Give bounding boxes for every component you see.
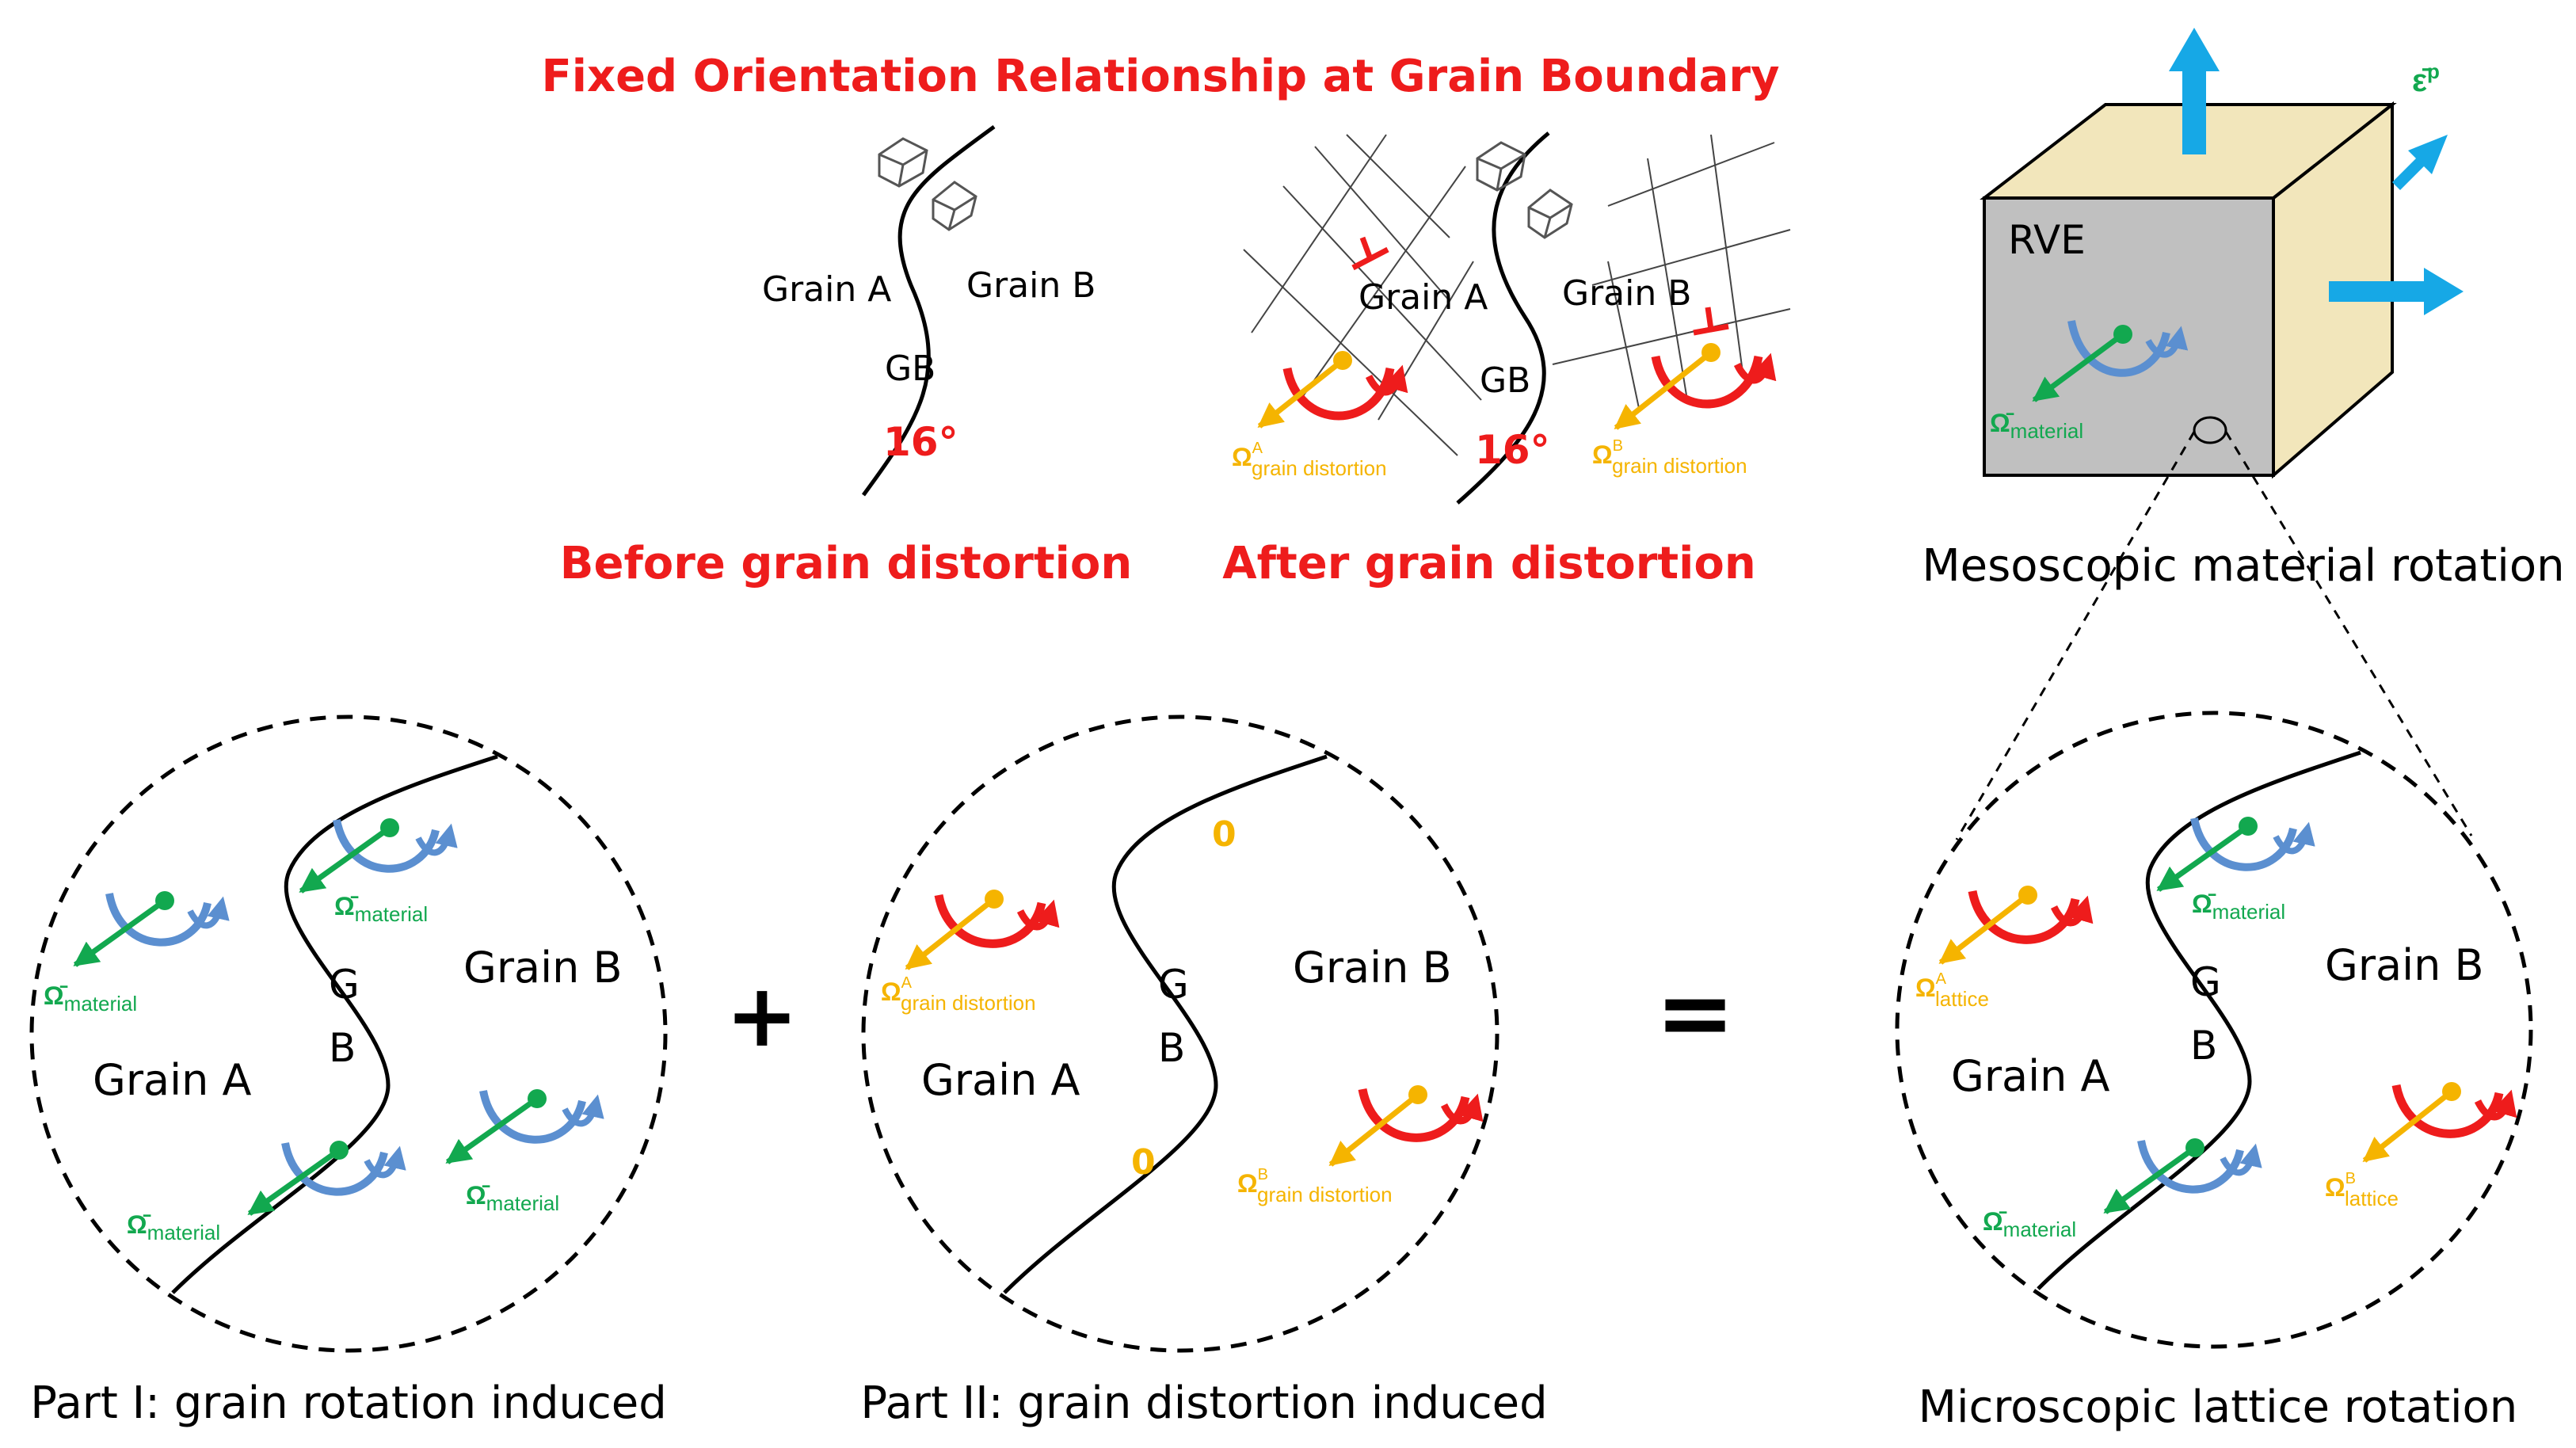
misorientation-angle: 16° (1475, 427, 1550, 473)
grain-b-label: Grain B (2325, 940, 2484, 990)
grain-b-label: Grain B (966, 265, 1096, 306)
omega-material-label: Ω̄material (127, 1210, 220, 1244)
zoom-source-circle (2193, 416, 2227, 444)
zoom-line-right (2224, 431, 2473, 836)
strain-arrow-diagonal (2392, 135, 2448, 190)
gb-label-g: G (1158, 962, 1189, 1008)
gb-label-g: G (329, 962, 360, 1008)
omega-material-rve: Ω̄material (1990, 409, 2083, 443)
grain-b-label: Grain B (463, 943, 623, 993)
gb-label-b: B (1158, 1025, 1185, 1071)
zero-label: 0 (1212, 814, 1237, 855)
grain-boundary-curve (171, 754, 498, 1294)
lattice-rotation-glyph-b (2362, 1082, 2517, 1163)
lattice-grid-grain-b (1552, 134, 1791, 413)
plus-sign: + (726, 965, 798, 1066)
plastic-strain-label: ε̄p (2412, 59, 2440, 98)
part2-circle (861, 714, 1499, 1353)
crystal-cube-icon (1527, 189, 1573, 239)
distortion-rotation-glyph-a (905, 890, 1060, 970)
material-rotation-glyph (445, 1089, 604, 1164)
strain-arrow-right (2329, 268, 2464, 315)
distortion-rotation-glyph-b (1328, 1085, 1484, 1167)
dislocation-symbol (1351, 236, 1389, 271)
rotation-glyph-grain-b (1614, 343, 1777, 430)
material-rotation-glyph (2032, 320, 2189, 402)
material-rotation-glyph (73, 891, 230, 967)
zoom-line-left (1955, 431, 2196, 840)
crystal-cube-icon (1476, 141, 1526, 192)
material-rotation-glyph (2156, 817, 2315, 892)
zero-label: 0 (1131, 1142, 1156, 1183)
omega-material-label: Ω̄material (334, 892, 428, 926)
lattice-rotation-glyph-a (1938, 886, 2094, 965)
material-rotation-glyph (299, 818, 458, 894)
material-rotation-glyph (247, 1141, 406, 1216)
rotation-glyph-grain-a (1257, 351, 1408, 429)
before-caption: Before grain distortion (560, 538, 1132, 589)
equals-sign: = (1656, 958, 1736, 1069)
grain-boundary-curve (861, 124, 996, 497)
part1-caption: Part I: grain rotation induced (30, 1378, 667, 1429)
part1-circle (29, 714, 668, 1353)
part2-caption: Part II: grain distortion induced (860, 1378, 1547, 1429)
part3-caption: Microscopic lattice rotation (1919, 1381, 2518, 1433)
part1-panel: Grain A Grain B G B Ω̄material Ω̄materia… (29, 714, 668, 1429)
after-caption: After grain distortion (1222, 538, 1755, 589)
grain-a-label: Grain A (1358, 277, 1488, 318)
top-title: Fixed Orientation Relationship at Grain … (542, 51, 1780, 102)
rve-cube: RVE Ω̄material ε̄p Mesoscopic material r… (1922, 28, 2565, 592)
part3-circle (1895, 711, 2533, 1349)
before-distortion-panel: Grain A Grain B GB 16° Before grain dist… (560, 124, 1132, 589)
gb-label: GB (885, 349, 936, 389)
mesoscopic-caption: Mesoscopic material rotation (1922, 540, 2564, 592)
lattice-grid-grain-a (1243, 134, 1482, 456)
grain-a-label: Grain A (762, 269, 891, 310)
grain-a-label: Grain A (921, 1055, 1080, 1105)
crystal-cube-icon (932, 181, 977, 231)
grain-boundary-curve (1456, 131, 1550, 505)
rve-label: RVE (2008, 217, 2086, 263)
omega-material-label: Ω̄material (2192, 890, 2285, 924)
grain-a-label: Grain A (1951, 1051, 2110, 1101)
grain-boundary-curve (1003, 754, 1328, 1294)
omega-material-label: Ω̄material (466, 1181, 559, 1215)
omega-material-label: Ω̄material (44, 981, 137, 1016)
strain-arrow-up (2169, 28, 2220, 154)
material-rotation-glyph (2103, 1138, 2262, 1214)
misorientation-angle: 16° (883, 419, 958, 465)
gb-label-g: G (2190, 959, 2221, 1005)
crystal-cube-icon (878, 137, 928, 188)
gb-label-b: B (329, 1025, 356, 1071)
grain-a-label: Grain A (93, 1055, 252, 1105)
gb-label: GB (1480, 360, 1530, 401)
omega-material-label: Ω̄material (1983, 1207, 2076, 1241)
grain-b-label: Grain B (1562, 273, 1691, 314)
dislocation-symbol (1693, 307, 1729, 336)
grain-b-label: Grain B (1293, 943, 1452, 993)
gb-label-b: B (2190, 1023, 2217, 1069)
